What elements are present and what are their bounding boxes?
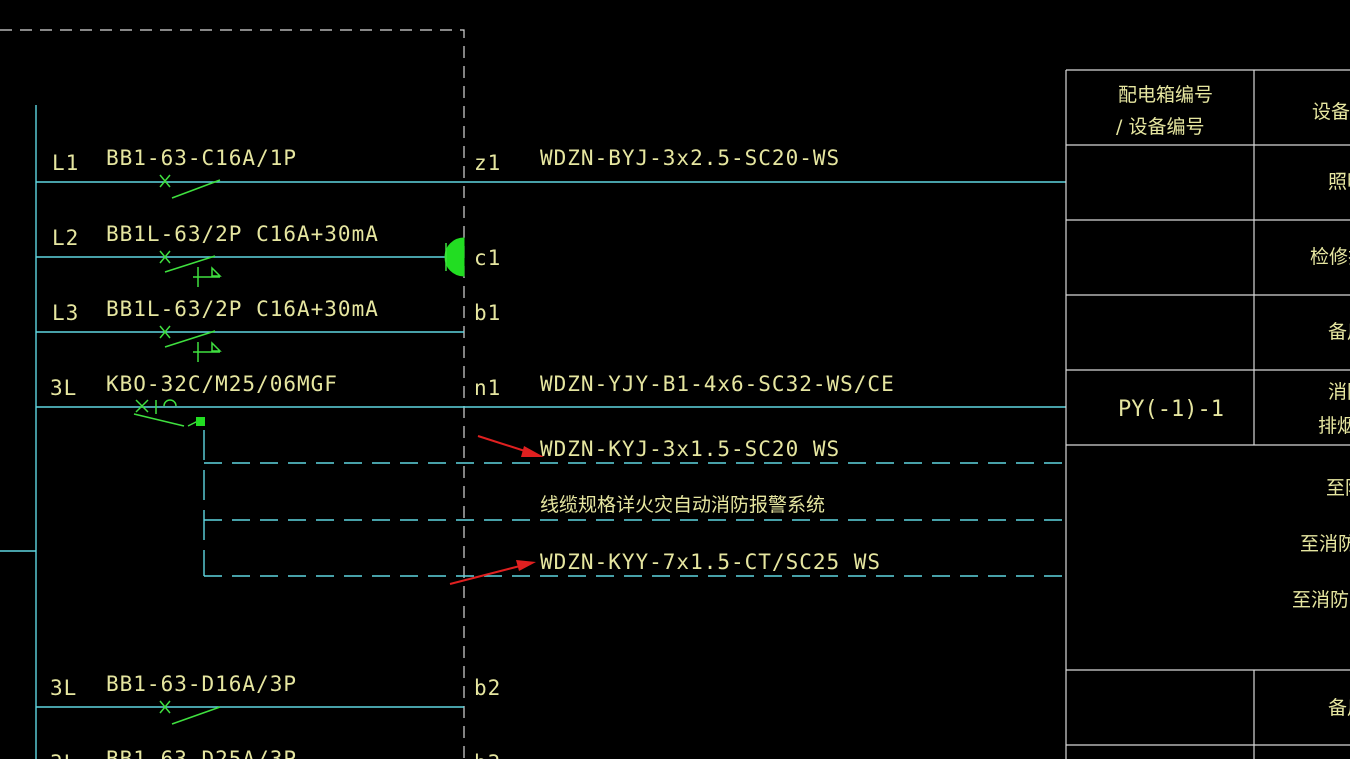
table-cell: 检修插 xyxy=(1310,246,1350,268)
circuit-row-b3[interactable]: 3L BB1-63-D25A/3P b3 xyxy=(50,747,501,759)
phase-label: L2 xyxy=(52,226,79,250)
selection-grip[interactable] xyxy=(444,237,465,277)
control-cable-1: WDZN-KYJ-3x1.5-SC20 WS xyxy=(540,437,840,461)
cable-spec: WDZN-BYJ-3x2.5-SC20-WS xyxy=(540,146,840,170)
circuit-row-z1[interactable]: L1 BB1-63-C16A/1P z1 WDZN-BYJ-3x2.5-SC20… xyxy=(36,146,1066,199)
table-header-equip-name: 设备名 xyxy=(1312,101,1350,123)
circuit-row-b1[interactable]: L3 BB1L-63/2P C16A+30mA b1 xyxy=(36,297,501,362)
table-header-box-no: 配电箱编号 xyxy=(1118,84,1213,106)
phase-label: L1 xyxy=(52,151,79,175)
table-cell: 备用 xyxy=(1328,697,1350,719)
arrow-icon xyxy=(516,560,536,571)
circuit-row-c1[interactable]: L2 BB1L-63/2P C16A+30mA c1 xyxy=(36,222,501,287)
breaker-label: BB1L-63/2P C16A+30mA xyxy=(106,297,379,321)
control-branches[interactable]: WDZN-KYJ-3x1.5-SC20 WS 线缆规格详火灾自动消防报警系统 W… xyxy=(203,430,1066,577)
phase-label: L3 xyxy=(52,301,79,325)
control-cable-2: 线缆规格详火灾自动消防报警系统 xyxy=(540,494,825,516)
breaker-label: BB1-63-D25A/3P xyxy=(106,747,297,759)
circuit-table: 配电箱编号 / 设备编号 设备名 照明 检修插 备用 PY(-1)-1 消防 排… xyxy=(1065,69,1350,759)
circuit-row-n1[interactable]: 3L KBO-32C/M25/06MGF n1 WDZN-YJY-B1-4x6-… xyxy=(36,372,1066,427)
table-cell: 排烟 xyxy=(1318,415,1350,437)
table-cell: 照明 xyxy=(1328,171,1350,193)
circuit-number: b2 xyxy=(474,676,501,700)
circuit-number: z1 xyxy=(474,151,501,175)
cable-spec: WDZN-YJY-B1-4x6-SC32-WS/CE xyxy=(540,372,895,396)
breaker-label: BB1-63-D16A/3P xyxy=(106,672,297,696)
table-cell: 至消防 xyxy=(1292,589,1349,611)
table-cell: 至消防 xyxy=(1300,533,1350,555)
breaker-label: BB1-63-C16A/1P xyxy=(106,146,297,170)
table-cell: 消防 xyxy=(1328,381,1350,403)
table-header-equip-no: / 设备编号 xyxy=(1116,116,1204,138)
phase-label: 3L xyxy=(50,676,77,700)
breaker-label: BB1L-63/2P C16A+30mA xyxy=(106,222,379,246)
circuit-number: c1 xyxy=(474,246,501,270)
table-cell: 至防 xyxy=(1326,477,1350,499)
circuit-row-b2[interactable]: 3L BB1-63-D16A/3P b2 xyxy=(36,672,501,725)
switch-grip xyxy=(196,417,205,426)
circuit-number: n1 xyxy=(474,376,501,400)
circuit-number: b1 xyxy=(474,301,501,325)
circuit-number: b3 xyxy=(474,751,501,759)
box-number: PY(-1)-1 xyxy=(1118,397,1224,422)
panel-boundary xyxy=(0,29,465,759)
control-cable-3: WDZN-KYY-7x1.5-CT/SC25 WS xyxy=(540,550,881,574)
table-cell: 备用 xyxy=(1328,321,1350,343)
arrow-icon xyxy=(521,446,544,457)
phase-label: 3L xyxy=(50,751,77,759)
annotation-arrows xyxy=(449,435,544,585)
phase-label: 3L xyxy=(50,376,77,400)
breaker-label: KBO-32C/M25/06MGF xyxy=(106,372,338,396)
